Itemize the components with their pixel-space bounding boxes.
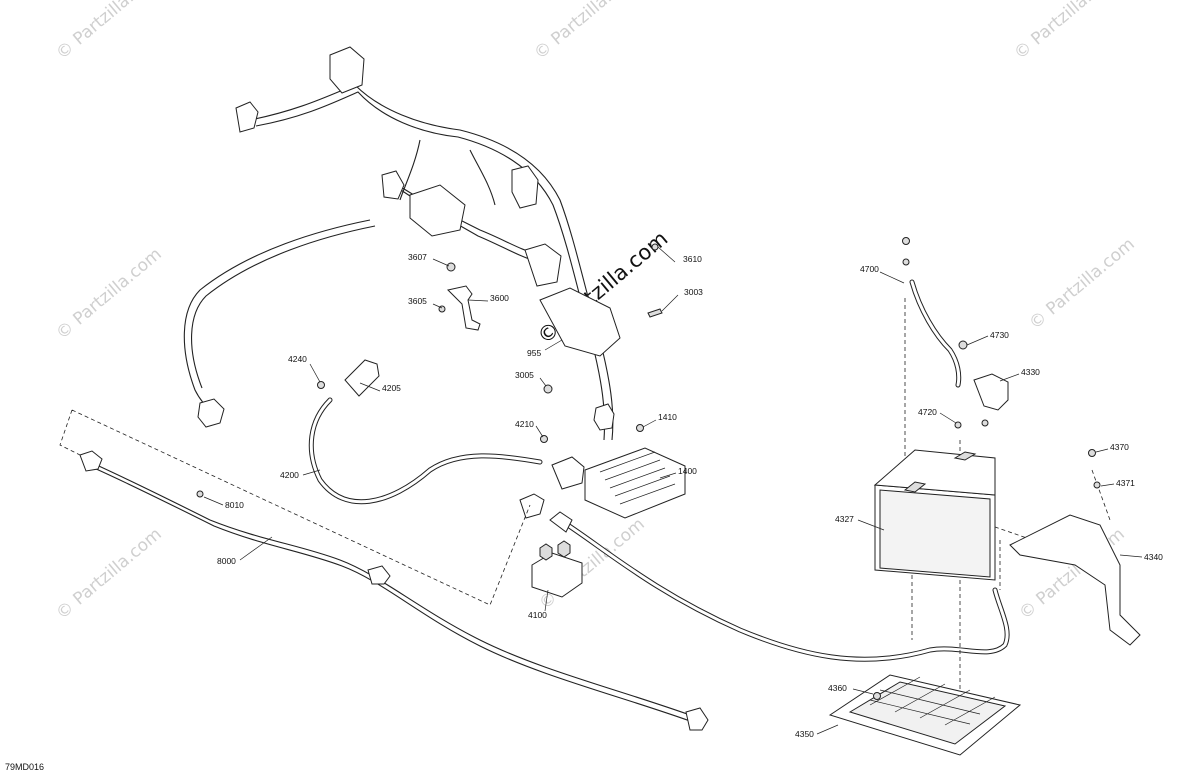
callout-3003: 3003	[684, 287, 703, 297]
callout-4200: 4200	[280, 470, 299, 480]
nut-4730	[958, 340, 968, 350]
watermark-6: © Partzilla.com	[52, 524, 165, 624]
cover-4330	[973, 373, 1009, 411]
callout-1400: 1400	[678, 466, 697, 476]
callout-3605: 3605	[408, 296, 427, 306]
strap-4700	[902, 237, 1009, 429]
bracket-3600	[438, 243, 663, 394]
callout-4730: 4730	[990, 330, 1009, 340]
nut-4360	[873, 692, 881, 700]
callout-3600: 3600	[490, 293, 509, 303]
callout-8000: 8000	[217, 556, 236, 566]
callout-955: 955	[527, 348, 541, 358]
callout-1410: 1410	[658, 412, 677, 422]
harness-8000	[79, 450, 709, 731]
nut-3005	[543, 384, 553, 394]
solenoid-4100	[519, 493, 583, 598]
callout-3005: 3005	[515, 370, 534, 380]
callout-4210: 4210	[515, 419, 534, 429]
bracket-4340	[1009, 449, 1141, 646]
figure-id: 79MD016	[5, 762, 44, 772]
tray-4350	[828, 674, 1022, 756]
watermark-2: © Partzilla.com	[530, 0, 643, 64]
callout-4205: 4205	[382, 383, 401, 393]
screw-4210	[540, 435, 548, 443]
callout-4370: 4370	[1110, 442, 1129, 452]
screw-4720	[954, 421, 962, 429]
screw-4370	[1088, 449, 1096, 457]
callout-4360: 4360	[828, 683, 847, 693]
screw-4240	[317, 381, 325, 389]
regulator-1400	[551, 424, 686, 519]
terminal-4205	[344, 359, 380, 397]
screw-3003	[647, 308, 663, 318]
leader-lines	[203, 246, 1143, 735]
cable-4200	[308, 359, 548, 505]
callout-4371: 4371	[1116, 478, 1135, 488]
watermark-4: © Partzilla.com	[52, 244, 165, 344]
nut-3607	[446, 262, 456, 272]
watermark-1: © Partzilla.com	[52, 0, 165, 64]
cable-positive	[549, 511, 1010, 662]
callout-8010: 8010	[225, 500, 244, 510]
watermark-5: © Partzilla.com	[1025, 234, 1138, 334]
washer-4371	[1093, 481, 1101, 489]
callout-4330: 4330	[1021, 367, 1040, 377]
callout-4700: 4700	[860, 264, 879, 274]
battery-4327	[873, 449, 996, 581]
screw-1410	[636, 424, 644, 432]
clip-8010	[196, 490, 204, 498]
callout-4720: 4720	[918, 407, 937, 417]
screw-3610	[651, 243, 659, 251]
callout-4327: 4327	[835, 514, 854, 524]
callout-4350: 4350	[795, 729, 814, 739]
wiring-harness	[183, 46, 621, 441]
callout-4240: 4240	[288, 354, 307, 364]
watermark-3: © Partzilla.com	[1010, 0, 1123, 64]
callout-3610: 3610	[683, 254, 702, 264]
callout-3607: 3607	[408, 252, 427, 262]
callout-4100: 4100	[528, 610, 547, 620]
callout-4340: 4340	[1144, 552, 1163, 562]
callouts: 3607 3610 3605 3600 3003 955 3005 4240 4…	[217, 252, 1163, 739]
